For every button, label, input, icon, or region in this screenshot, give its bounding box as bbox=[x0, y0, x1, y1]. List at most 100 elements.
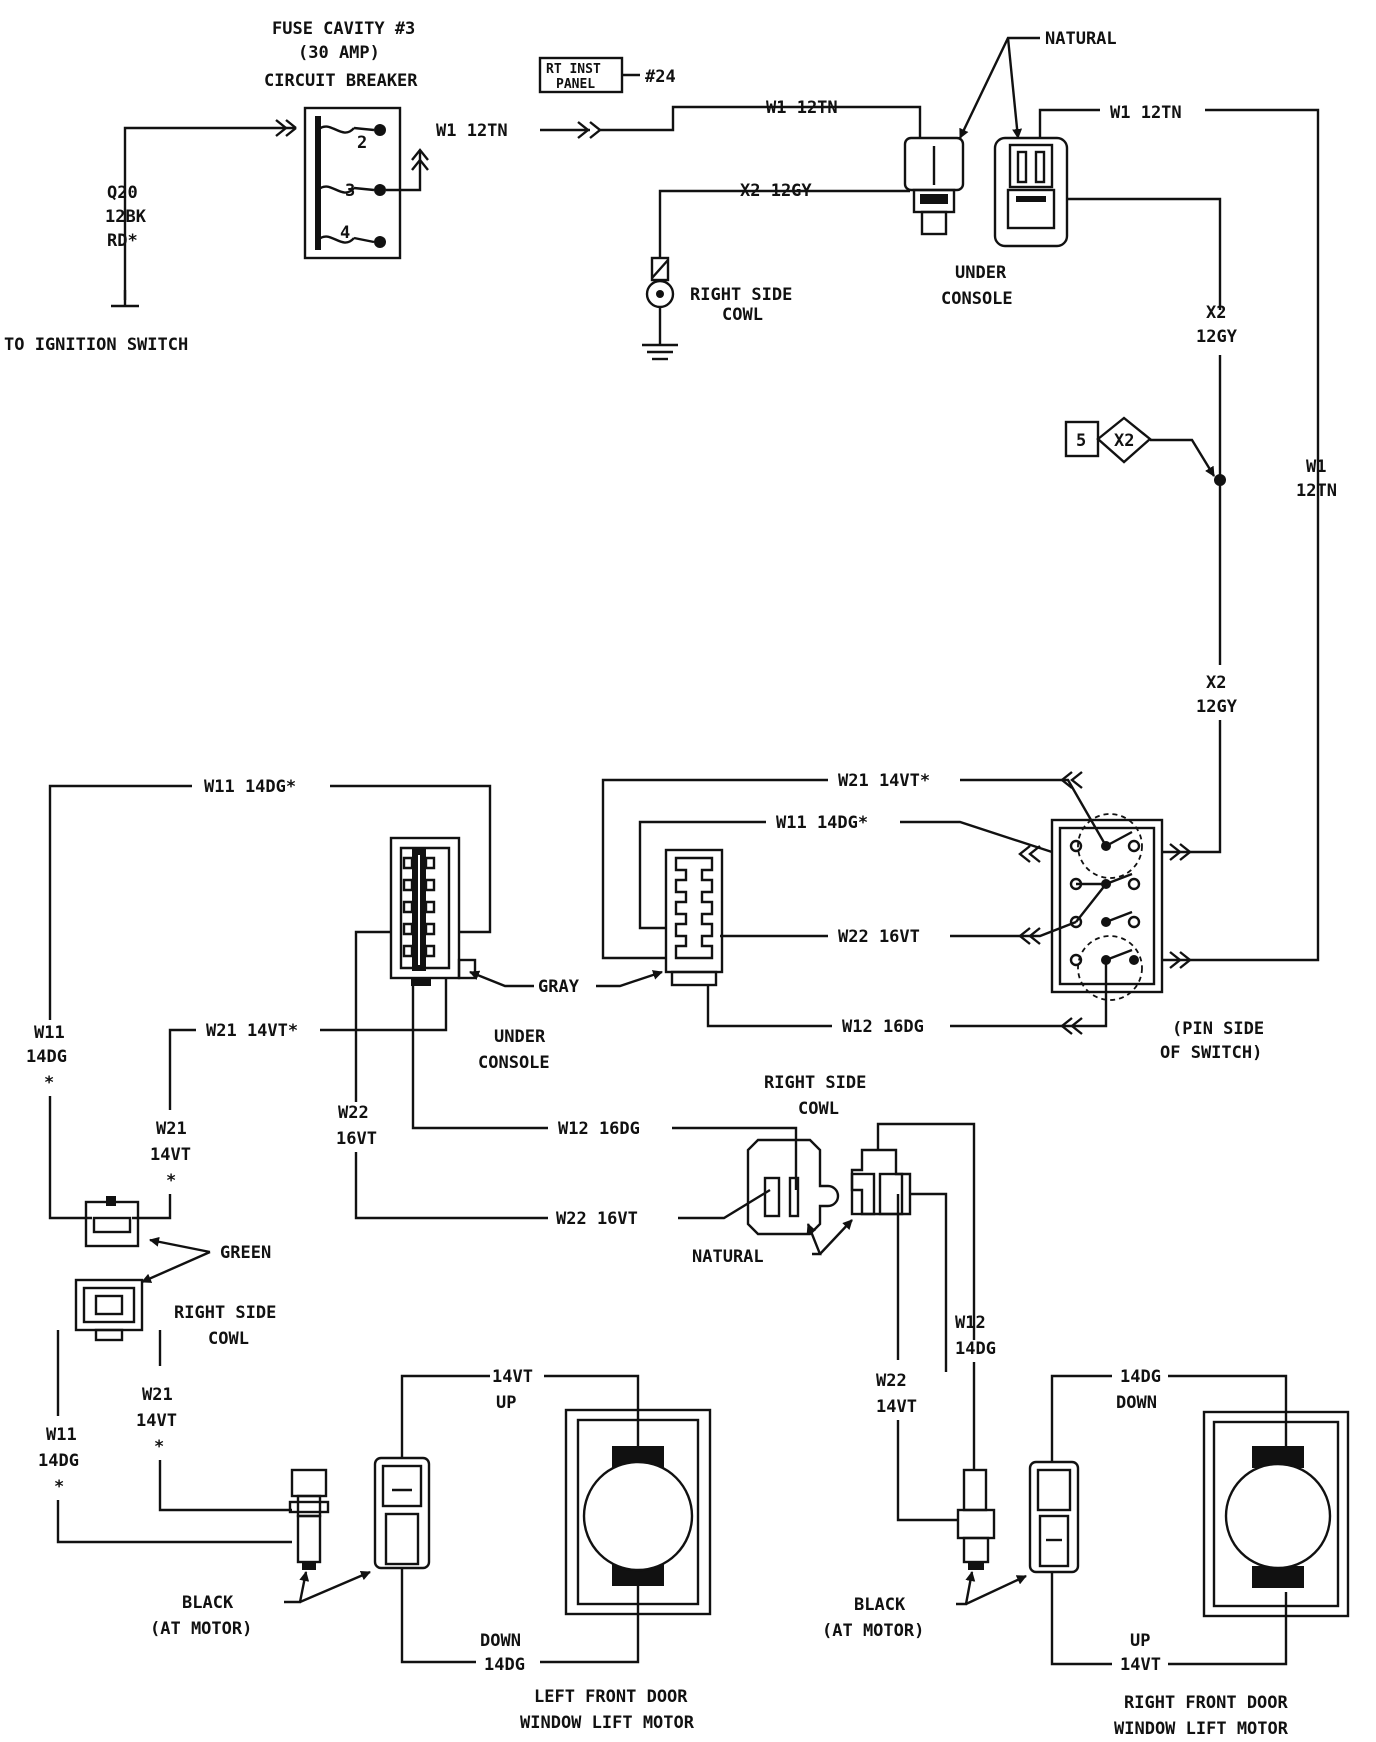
q20-gauge: 12BK bbox=[105, 207, 147, 227]
w21-left-wire-down bbox=[132, 1194, 172, 1220]
left-up-wire-b bbox=[544, 1374, 640, 1446]
w1-right-label-2: 12TN bbox=[1296, 481, 1337, 501]
q20-color: RD* bbox=[107, 231, 138, 251]
left-down-label-1: DOWN bbox=[480, 1631, 521, 1651]
to-ignition-label: TO IGNITION SWITCH bbox=[4, 335, 188, 355]
w12-mid-label: W12 16DG bbox=[558, 1119, 640, 1139]
left-motor bbox=[564, 1408, 712, 1616]
right-motor bbox=[1202, 1410, 1350, 1618]
top-connector-left bbox=[903, 136, 965, 236]
w11-lm-label-3: * bbox=[54, 1477, 64, 1497]
cowl-connector-right bbox=[850, 1148, 912, 1216]
cowl-left-label-2: COWL bbox=[208, 1329, 249, 1349]
x2-mid-label-1: X2 bbox=[1206, 673, 1226, 693]
w11-left-top-wire-b bbox=[330, 784, 492, 934]
w21-left-label-3: * bbox=[166, 1171, 176, 1191]
black-left-arrow-a bbox=[284, 1571, 310, 1604]
x2-right-label-2: 12GY bbox=[1196, 327, 1238, 347]
right-down-label-2: DOWN bbox=[1116, 1393, 1157, 1413]
w11-left-wire-down bbox=[48, 1096, 92, 1220]
w22-left-label-1: W22 bbox=[338, 1103, 369, 1123]
w12-mid-wire-right bbox=[672, 1126, 798, 1190]
gray-arrow-right bbox=[596, 970, 663, 988]
x2-right-wire-top bbox=[1067, 197, 1222, 310]
w22-rm-wire-c bbox=[896, 1420, 958, 1522]
w11-left-label-2: 14DG bbox=[26, 1047, 67, 1067]
under-console-mid-2: CONSOLE bbox=[478, 1053, 550, 1073]
w11-lm-label-1: W11 bbox=[46, 1425, 77, 1445]
w11-left-top-wire-a bbox=[48, 784, 192, 1020]
natural-top-arrow-b bbox=[1006, 37, 1023, 139]
w1-right-riser bbox=[1192, 108, 1320, 962]
right-up-wire-b bbox=[1168, 1592, 1288, 1666]
green-connector-top bbox=[84, 1196, 140, 1248]
breaker-pin-3: 3 bbox=[345, 181, 355, 201]
black-left-label-1: BLACK bbox=[182, 1593, 234, 1613]
cowl-connector-left bbox=[746, 1138, 840, 1236]
pin-side-label-1: (PIN SIDE bbox=[1172, 1019, 1264, 1039]
w21-lm-label-1: W21 bbox=[142, 1385, 173, 1405]
right-up-label-2: 14VT bbox=[1120, 1655, 1161, 1675]
w21-left-label-2: 14VT bbox=[150, 1145, 191, 1165]
cowl-left-label-1: RIGHT SIDE bbox=[174, 1303, 276, 1323]
ground-cowl-label-2: COWL bbox=[722, 305, 763, 325]
right-motor-label-2: WINDOW LIFT MOTOR bbox=[1114, 1719, 1289, 1739]
q20-code: Q20 bbox=[107, 183, 138, 203]
fuse-breaker-label: CIRCUIT BREAKER bbox=[264, 71, 418, 91]
rt-inst-label: RT INST bbox=[546, 62, 601, 77]
green-connector-bottom bbox=[74, 1278, 144, 1342]
green-arrow-bottom bbox=[141, 1250, 211, 1284]
top-connector-right bbox=[993, 136, 1069, 248]
x2-switch-wire bbox=[1192, 720, 1222, 854]
black-left-arrow-b bbox=[299, 1570, 371, 1604]
w1-fuse-label: W1 12TN bbox=[436, 121, 508, 141]
left-down-wire-a bbox=[400, 1568, 476, 1664]
black-right-label-1: BLACK bbox=[854, 1595, 906, 1615]
w12-rm-wire-up bbox=[876, 1122, 976, 1340]
ground-cowl-label-1: RIGHT SIDE bbox=[690, 285, 792, 305]
gray-arrow-left bbox=[469, 970, 534, 988]
w21-left-label-1: W21 bbox=[156, 1119, 187, 1139]
left-up-label-2: UP bbox=[496, 1393, 516, 1413]
right-up-label-1: UP bbox=[1130, 1631, 1150, 1651]
natural-mid-label: NATURAL bbox=[692, 1247, 764, 1267]
gray-label: GRAY bbox=[538, 977, 580, 997]
black-right-arrow-b bbox=[965, 1574, 1027, 1606]
green-arrow-top bbox=[149, 1236, 211, 1254]
splice-code: X2 bbox=[1114, 431, 1134, 451]
w22-left-label-2: 16VT bbox=[336, 1129, 377, 1149]
rt-inst-panel-box bbox=[538, 56, 640, 94]
green-label: GREEN bbox=[220, 1243, 271, 1263]
w22-switch-label: W22 16VT bbox=[838, 927, 920, 947]
left-motor-connector-small bbox=[288, 1468, 330, 1570]
w22-rm-wire-up bbox=[910, 1192, 948, 1372]
x2-ground-wire bbox=[658, 189, 825, 258]
w12-rm-label-1: W12 bbox=[955, 1313, 986, 1333]
w12-switch-wire-right bbox=[950, 960, 1108, 1028]
switch-console-connector bbox=[664, 848, 724, 987]
w11-left-top-label: W11 14DG* bbox=[204, 777, 296, 797]
left-up-wire-a bbox=[400, 1374, 490, 1458]
right-down-label-1: 14DG bbox=[1120, 1367, 1161, 1387]
w22-left-wire-down bbox=[354, 1152, 548, 1220]
w11-lm-wire-down bbox=[56, 1500, 292, 1544]
w12-switch-label: W12 16DG bbox=[842, 1017, 924, 1037]
pin-side-label-2: OF SWITCH) bbox=[1160, 1043, 1262, 1063]
right-motor-connector-small bbox=[956, 1468, 996, 1570]
right-motor-label-1: RIGHT FRONT DOOR bbox=[1124, 1693, 1289, 1713]
w11-lm-label-2: 14DG bbox=[38, 1451, 79, 1471]
black-right-label-2: (AT MOTOR) bbox=[822, 1621, 924, 1641]
cowl-mid-label-2: COWL bbox=[798, 1099, 839, 1119]
natural-top-arrow-a bbox=[958, 36, 1040, 139]
w21-left-label: W21 14VT* bbox=[206, 1021, 298, 1041]
black-right-arrow-a bbox=[956, 1571, 976, 1606]
ground-symbol bbox=[642, 256, 678, 361]
w22-rm-label-2: 14VT bbox=[876, 1397, 917, 1417]
cowl-mid-label-1: RIGHT SIDE bbox=[764, 1073, 866, 1093]
left-up-label-1: 14VT bbox=[492, 1367, 533, 1387]
left-console-connector bbox=[389, 836, 477, 986]
w21-left-wire-a bbox=[168, 1028, 196, 1110]
under-console-top-1: UNDER bbox=[955, 263, 1007, 283]
w22-switch-wire-right bbox=[950, 920, 1077, 938]
